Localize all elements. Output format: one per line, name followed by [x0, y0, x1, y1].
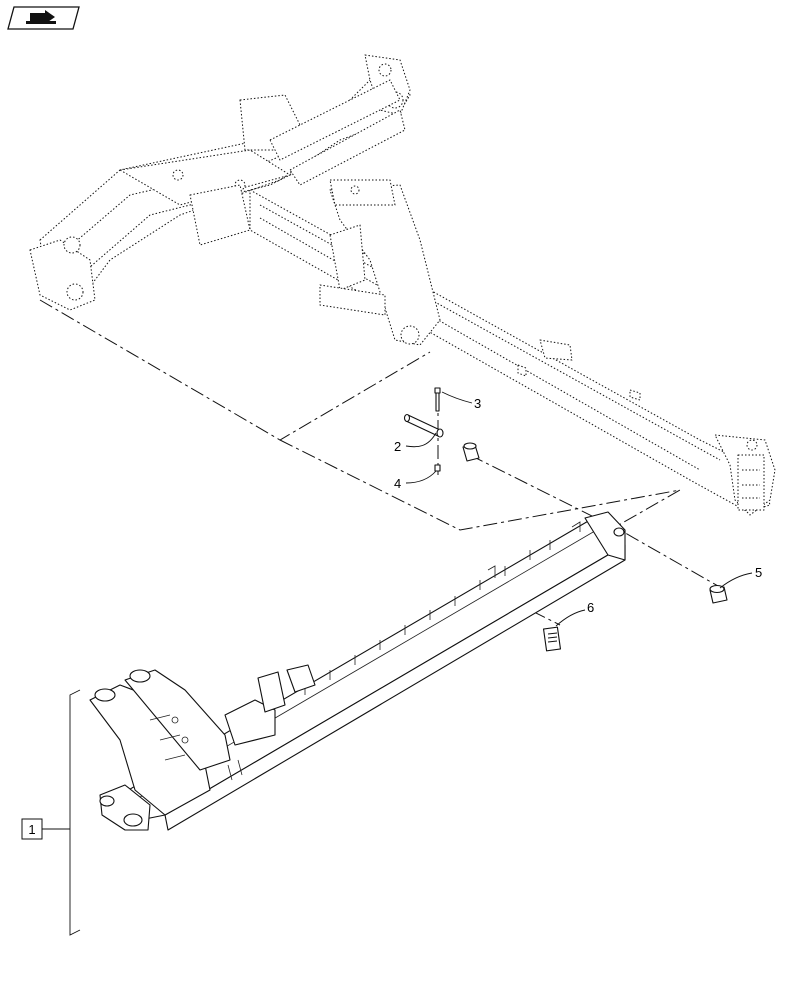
part-2-pin	[403, 413, 444, 438]
upper-chassis-assembly	[29, 54, 776, 516]
part-1-main-beam	[89, 511, 626, 831]
part-4-nut	[434, 464, 441, 472]
page-nav-arrow-icon[interactable]	[7, 6, 80, 30]
callout-1-bracket	[42, 689, 81, 936]
callout-4-label[interactable]: 4	[394, 476, 401, 491]
bushing	[462, 442, 480, 462]
assembly-phantom-lines	[39, 299, 726, 626]
callout-3-label[interactable]: 3	[474, 396, 481, 411]
callout-1-label: 1	[28, 822, 35, 837]
part-5-bushing	[709, 584, 728, 604]
callout-2-label[interactable]: 2	[394, 439, 401, 454]
part-6-decal	[542, 626, 562, 652]
callout-1[interactable]: 1	[21, 818, 43, 840]
callout-6-label[interactable]: 6	[587, 600, 594, 615]
callout-5-label[interactable]: 5	[755, 565, 762, 580]
callout-leaders	[405, 391, 753, 627]
part-3-bolt	[434, 387, 441, 412]
